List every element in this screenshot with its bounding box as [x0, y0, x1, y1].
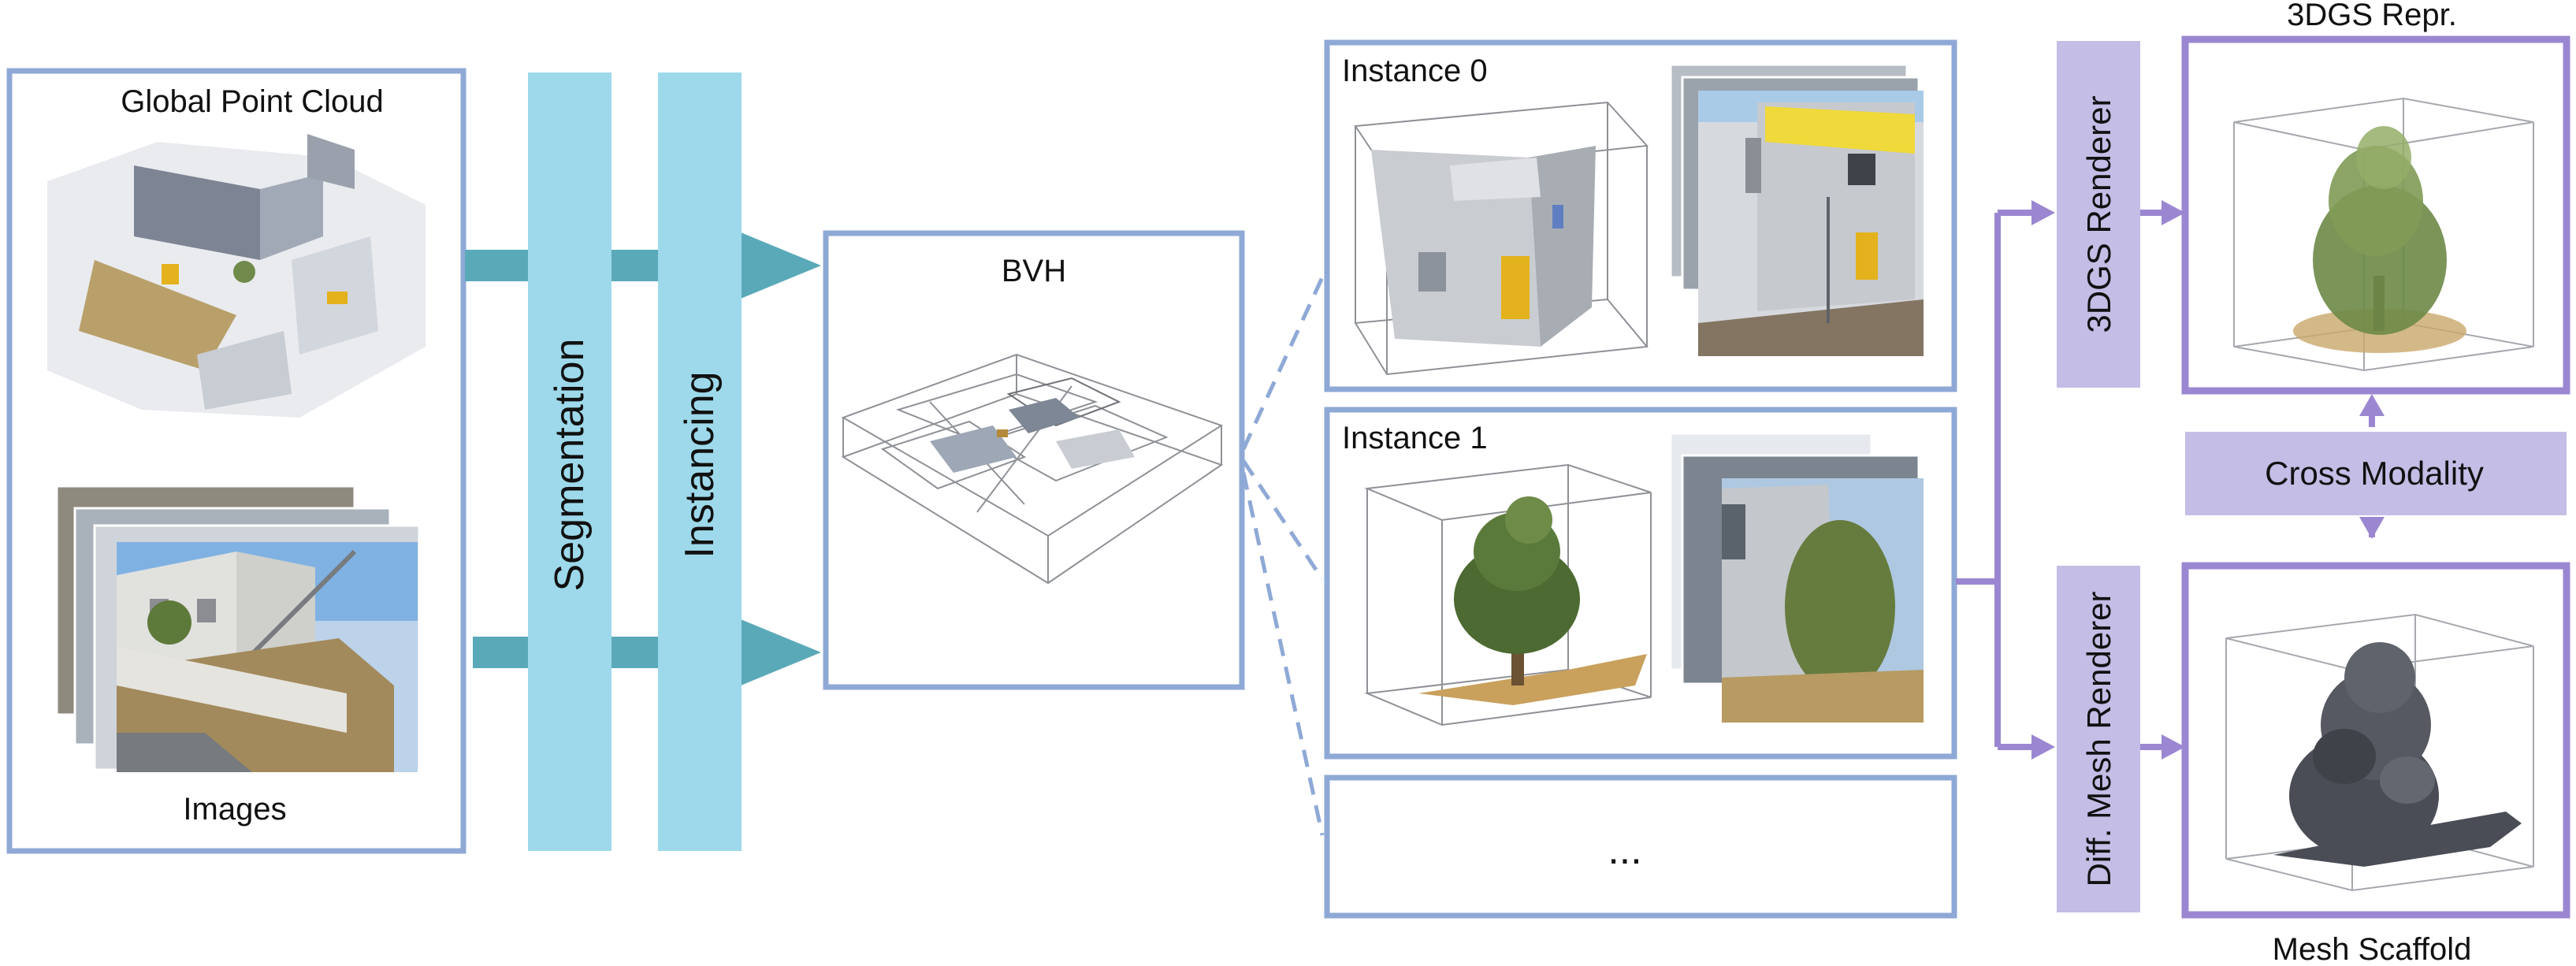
- segmentation-label: Segmentation: [547, 339, 593, 592]
- instance1-bbox: [1364, 463, 1652, 726]
- instance1-label: Instance 1: [1342, 421, 1488, 455]
- bvh-label: BVH: [1002, 254, 1066, 288]
- mesh-scaffold-label: Mesh Scaffold: [2273, 932, 2472, 966]
- bvh-panel: [823, 230, 1245, 690]
- instancing-label: Instancing: [677, 371, 723, 558]
- gs-repr-label: 3DGS Repr.: [2287, 0, 2457, 32]
- instance0-building: [1371, 146, 1596, 347]
- connector-arrowheads: [2031, 200, 2385, 760]
- instance-more-panel: [1324, 775, 1957, 919]
- segmentation-bar: [528, 72, 611, 851]
- gs-renderer-box: [2057, 41, 2140, 388]
- point-cloud-label: Global Point Cloud: [121, 84, 384, 119]
- gs-tree: [2293, 126, 2466, 353]
- instance0-views: [1669, 63, 1924, 356]
- cross-modality-box: [2185, 432, 2567, 515]
- input-images-stack: [55, 485, 421, 772]
- mesh-renderer-label: Diff. Mesh Renderer: [2080, 591, 2117, 886]
- bvh-instance-connectors: [1241, 276, 1325, 836]
- input-arrows: [465, 232, 821, 685]
- instancing-bar: [658, 72, 742, 851]
- instance1-tree: [1418, 496, 1647, 705]
- instance-more-label: ...: [1608, 827, 1641, 873]
- mesh-tree: [2273, 642, 2522, 867]
- images-label: Images: [183, 792, 286, 827]
- instance1-views: [1669, 432, 1924, 723]
- mesh-renderer-box: [2057, 566, 2140, 912]
- gs-renderer-label: 3DGS Renderer: [2080, 95, 2117, 333]
- point-cloud-image: [35, 130, 437, 429]
- cross-modality-label: Cross Modality: [2265, 455, 2484, 492]
- instance0-label: Instance 0: [1342, 54, 1488, 88]
- instance-renderer-connectors: [1956, 210, 2375, 750]
- bvh-points: [930, 398, 1135, 473]
